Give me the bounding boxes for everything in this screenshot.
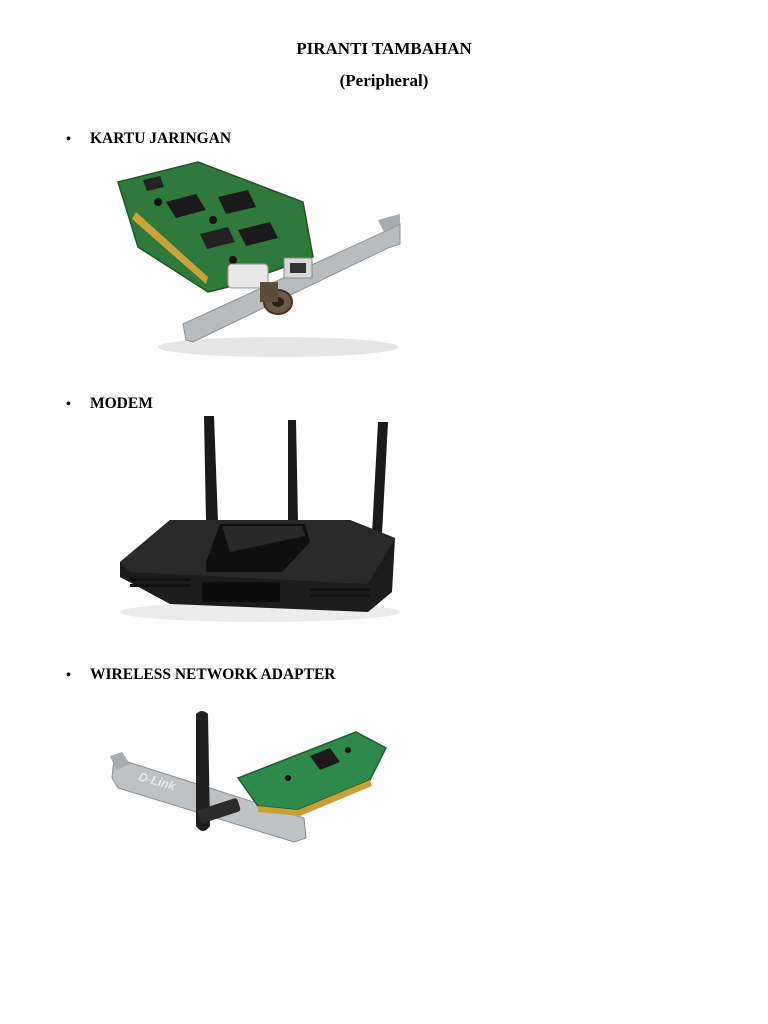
router-photo (110, 412, 402, 630)
network-card-photo (88, 152, 410, 362)
list-item-kartu-jaringan: • KARTU JARINGAN (66, 130, 231, 148)
bullet-icon: • (66, 668, 71, 683)
page-subtitle: (Peripheral) (339, 71, 429, 90)
item-label: MODEM (90, 395, 153, 412)
item-label: KARTU JARINGAN (90, 130, 232, 147)
wireless-adapter-photo: D-Link (108, 708, 390, 848)
page-title: PIRANTI TAMBAHAN (296, 39, 472, 58)
bullet-icon: • (66, 397, 71, 412)
list-item-modem: • MODEM (66, 395, 153, 413)
list-item-wireless-network-adapter: • WIRELESS NETWORK ADAPTER (66, 666, 335, 684)
item-label: WIRELESS NETWORK ADAPTER (90, 666, 336, 683)
bullet-icon: • (66, 132, 71, 147)
